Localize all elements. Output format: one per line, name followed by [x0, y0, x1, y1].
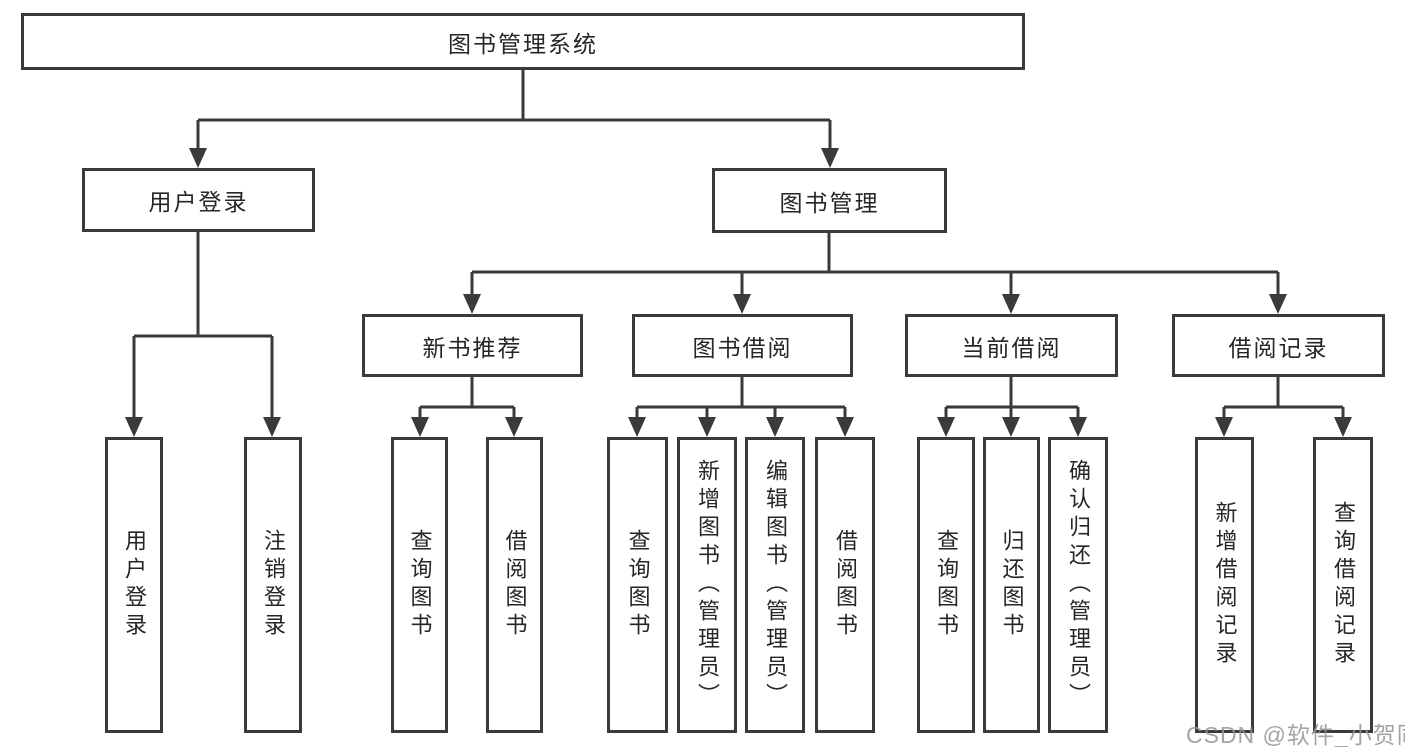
arrow-down-icon — [1069, 417, 1087, 437]
arrow-down-icon — [263, 417, 281, 437]
leaf-query-books-current: 查询图书 — [917, 437, 975, 733]
arrow-down-icon — [821, 148, 839, 168]
connector-borrowing-records-to-leaves — [1222, 377, 1345, 422]
leaf-query-books-borrowing: 查询图书 — [607, 437, 668, 733]
node-borrowing-records: 借阅记录 — [1172, 314, 1385, 377]
arrow-down-icon — [1215, 417, 1233, 437]
connector-book-management-to-level3 — [470, 233, 1280, 299]
arrow-down-icon — [733, 294, 751, 314]
connector-new-book-recommendation-to-leaves — [418, 377, 516, 422]
arrow-down-icon — [1002, 294, 1020, 314]
connector-user-login-to-leaves — [132, 232, 274, 422]
connector-current-borrowing-to-leaves — [944, 377, 1080, 422]
arrow-down-icon — [505, 417, 523, 437]
leaf-query-borrow-record: 查询借阅记录 — [1313, 437, 1373, 733]
arrow-down-icon — [1334, 417, 1352, 437]
arrow-down-icon — [411, 417, 429, 437]
node-user-login: 用户登录 — [82, 168, 315, 232]
node-book-management: 图书管理 — [712, 168, 947, 233]
leaf-query-books-recommend: 查询图书 — [391, 437, 448, 733]
arrow-down-icon — [1269, 294, 1287, 314]
node-current-borrowing: 当前借阅 — [905, 314, 1118, 377]
arrow-down-icon — [189, 148, 207, 168]
arrow-down-icon — [698, 417, 716, 437]
leaf-borrow-books-borrowing: 借阅图书 — [815, 437, 875, 733]
leaf-user-login: 用户登录 — [105, 437, 163, 733]
leaf-add-borrow-record: 新增借阅记录 — [1195, 437, 1254, 733]
leaf-logout: 注销登录 — [244, 437, 302, 733]
node-library-management-system: 图书管理系统 — [21, 13, 1025, 70]
arrow-down-icon — [766, 417, 784, 437]
arrow-down-icon — [463, 294, 481, 314]
node-new-book-recommendation: 新书推荐 — [362, 314, 583, 377]
leaf-edit-book-admin: 编辑图书（管理员） — [745, 437, 805, 733]
arrow-down-icon — [836, 417, 854, 437]
leaf-borrow-books-recommend: 借阅图书 — [486, 437, 543, 733]
connector-book-borrowing-to-leaves — [635, 377, 847, 422]
leaf-confirm-return-admin: 确认归还（管理员） — [1048, 437, 1108, 733]
leaf-add-book-admin: 新增图书（管理员） — [677, 437, 737, 733]
watermark: CSDN @软件_小贺同学 — [1186, 722, 1405, 747]
connector-root-to-level2 — [196, 70, 832, 153]
node-book-borrowing: 图书借阅 — [632, 314, 853, 377]
arrow-down-icon — [1002, 417, 1020, 437]
arrow-down-icon — [125, 417, 143, 437]
arrow-down-icon — [628, 417, 646, 437]
arrow-down-icon — [937, 417, 955, 437]
leaf-return-book: 归还图书 — [983, 437, 1040, 733]
